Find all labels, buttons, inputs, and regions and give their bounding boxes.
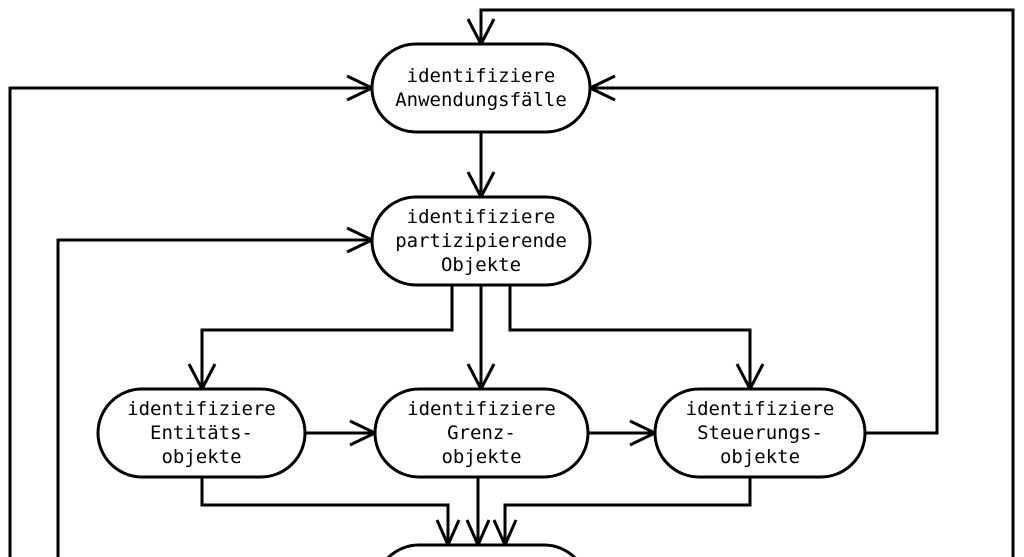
- node-identifiziere-grenzobjekte[interactable]: [373, 387, 590, 479]
- edge-partizipierende-to-steuerungs: [508, 285, 765, 393]
- node-identifiziere-anwendungsfaelle[interactable]: [370, 42, 592, 134]
- edge-grenz-to-steuerungs: [588, 419, 659, 447]
- edge-partizipierende-to-grenz: [466, 285, 496, 393]
- node-identifiziere-steuerungsobjekte[interactable]: [653, 387, 867, 479]
- edge-entitaets-to-grenz: [305, 419, 379, 447]
- node-identifiziere-partizipierende-objekte[interactable]: [370, 195, 592, 287]
- edge-feedback-left-outer-to-anwendungsfaelle: [8, 74, 376, 557]
- edge-partizipierende-to-entitaets: [187, 285, 454, 393]
- edge-entitaets-to-bottom: [200, 477, 461, 549]
- node-bottom-clipped[interactable]: [375, 543, 588, 557]
- edge-steuerungs-to-bottom: [492, 477, 752, 549]
- edge-feedback-steuerungs-to-anwendungsfaelle: [586, 74, 939, 435]
- edge-grenz-to-bottom: [465, 477, 491, 549]
- node-identifiziere-entitaetsobjekte[interactable]: [96, 387, 307, 479]
- edge-anwendungsfaelle-to-partizipierende: [466, 132, 496, 201]
